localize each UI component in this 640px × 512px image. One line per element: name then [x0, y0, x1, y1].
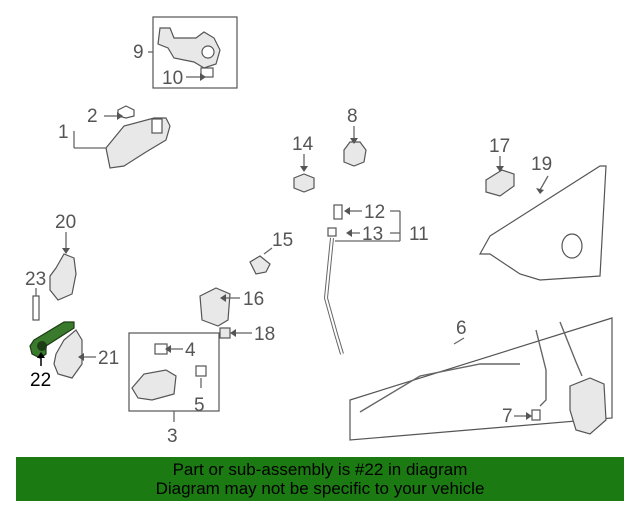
upper-hinge: [49, 253, 77, 301]
parts-diagram: 9 10 2 1 8 14 17 19 12 13 11 20 15 23 16…: [25, 16, 613, 447]
callout-19: 19: [531, 154, 552, 175]
part-14: [293, 173, 315, 193]
latch-assembly-group: [349, 317, 613, 441]
door-outer-panel: [478, 165, 607, 281]
callout-13: 13: [362, 224, 383, 245]
part-15: [249, 255, 271, 275]
callout-18: 18: [254, 324, 275, 345]
callout-3: 3: [167, 426, 178, 447]
callout-16: 16: [243, 289, 264, 310]
outside-handle-group: [105, 105, 171, 169]
callout-10: 10: [162, 68, 183, 89]
lock-cylinder-group: [152, 16, 238, 89]
callout-11: 11: [409, 224, 429, 245]
callout-15: 15: [272, 230, 293, 251]
callout-9: 9: [133, 42, 144, 63]
inside-handle-group: [128, 332, 220, 412]
info-banner: Part or sub-assembly is #22 in diagram D…: [16, 457, 624, 501]
part-17: [485, 169, 515, 197]
callout-7: 7: [502, 406, 513, 427]
callout-12: 12: [364, 202, 385, 223]
callout-22-highlighted: 22: [30, 370, 51, 391]
part-16: [199, 287, 231, 327]
banner-line-2: Diagram may not be specific to your vehi…: [155, 479, 485, 498]
part-23-pin: [32, 295, 40, 321]
lower-hinge: [53, 329, 83, 379]
callout-17: 17: [489, 136, 510, 157]
rod-assembly: [323, 204, 344, 355]
callout-20: 20: [55, 212, 76, 233]
part-18-bolt: [219, 327, 231, 339]
callout-4: 4: [185, 340, 196, 361]
door-check-strap-highlighted: [29, 321, 75, 359]
banner-line-1: Part or sub-assembly is #22 in diagram: [172, 460, 468, 479]
callout-1: 1: [58, 122, 69, 143]
callout-23: 23: [25, 269, 46, 290]
callout-14: 14: [292, 134, 314, 155]
callout-5: 5: [194, 395, 205, 416]
callout-8: 8: [347, 106, 358, 127]
callout-2: 2: [87, 106, 98, 127]
callout-6: 6: [456, 318, 467, 339]
part-8: [343, 141, 367, 167]
callout-21: 21: [98, 348, 119, 369]
